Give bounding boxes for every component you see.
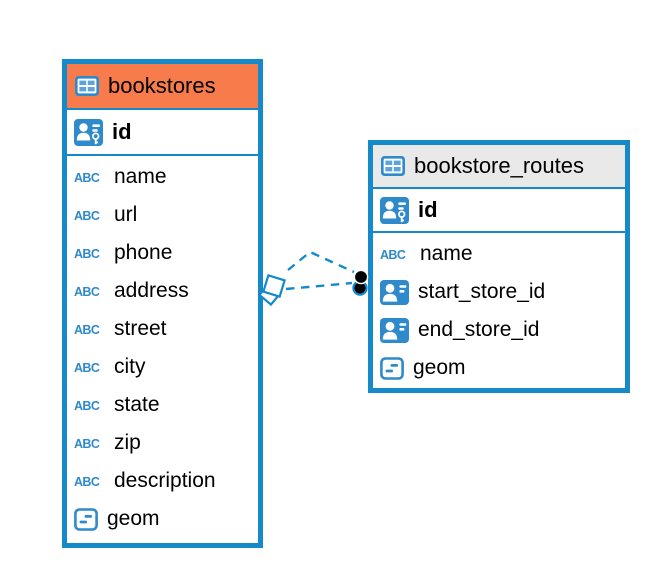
text-type-icon: ABC <box>74 436 105 451</box>
dot-marker[interactable] <box>352 269 369 296</box>
column-row[interactable]: ABC zip <box>67 424 258 462</box>
column-name: id <box>112 119 132 144</box>
column-row[interactable]: ABC phone <box>67 234 258 272</box>
column-row[interactable]: start_store_id <box>373 273 625 311</box>
column-name: description <box>114 469 216 492</box>
column-row[interactable]: geom <box>67 500 258 538</box>
relationship-bookstores-bookstore-routes[interactable] <box>257 250 369 307</box>
svg-text:ABC: ABC <box>74 399 100 413</box>
table-icon <box>75 76 99 96</box>
svg-text:ABC: ABC <box>74 209 100 223</box>
text-type-icon: ABC <box>380 247 411 262</box>
column-name: geom <box>413 356 466 379</box>
svg-text:ABC: ABC <box>74 475 100 489</box>
column-row[interactable]: ABC street <box>67 310 258 348</box>
column-name: id <box>418 197 438 222</box>
column-row[interactable]: ABC name <box>373 235 625 273</box>
table-icon <box>381 156 405 176</box>
svg-text:ABC: ABC <box>74 361 100 375</box>
column-row[interactable]: ABC state <box>67 386 258 424</box>
geometry-type-icon <box>74 507 98 531</box>
column-name: end_store_id <box>418 318 540 341</box>
primary-key-row[interactable]: id <box>67 110 258 156</box>
svg-text:ABC: ABC <box>74 437 100 451</box>
text-type-icon: ABC <box>74 208 105 223</box>
text-type-icon: ABC <box>74 360 105 375</box>
column-name: zip <box>114 431 141 454</box>
column-name: name <box>420 242 473 265</box>
column-name: phone <box>114 241 173 264</box>
primary-key-icon <box>380 196 409 224</box>
text-type-icon: ABC <box>74 398 105 413</box>
column-name: state <box>114 393 160 416</box>
svg-text:ABC: ABC <box>380 248 406 262</box>
column-row[interactable]: ABC address <box>67 272 258 310</box>
text-type-icon: ABC <box>74 170 105 185</box>
svg-text:ABC: ABC <box>74 247 100 261</box>
text-type-icon: ABC <box>74 246 105 261</box>
column-name: address <box>114 279 189 302</box>
column-name: start_store_id <box>418 280 546 303</box>
svg-text:ABC: ABC <box>74 171 100 185</box>
column-name: street <box>114 317 167 340</box>
column-name: url <box>114 203 138 226</box>
column-name: city <box>114 355 146 378</box>
column-row[interactable]: ABC description <box>67 462 258 500</box>
svg-text:ABC: ABC <box>74 285 100 299</box>
column-row[interactable]: ABC name <box>67 158 258 196</box>
column-name: name <box>114 165 167 188</box>
table-name: bookstore_routes <box>414 153 584 178</box>
primary-key-icon <box>74 118 103 146</box>
diamond-marker[interactable] <box>257 274 286 307</box>
relationship-line-upper[interactable] <box>287 250 355 274</box>
column-row[interactable]: geom <box>373 349 625 387</box>
reference-type-icon <box>380 279 409 305</box>
relationship-line-lower[interactable] <box>285 281 353 291</box>
table-bookstore-routes[interactable]: bookstore_routes id ABC name start_store_i… <box>368 140 630 393</box>
svg-text:ABC: ABC <box>74 323 100 337</box>
column-name: geom <box>107 507 160 530</box>
column-row[interactable]: ABC url <box>67 196 258 234</box>
geometry-type-icon <box>380 356 404 380</box>
text-type-icon: ABC <box>74 322 105 337</box>
text-type-icon: ABC <box>74 284 105 299</box>
primary-key-row[interactable]: id <box>373 189 625 233</box>
reference-type-icon <box>380 317 409 343</box>
text-type-icon: ABC <box>74 474 105 489</box>
column-row[interactable]: end_store_id <box>373 311 625 349</box>
table-header[interactable]: bookstores <box>67 64 258 110</box>
table-header[interactable]: bookstore_routes <box>373 145 625 189</box>
table-name: bookstores <box>108 73 216 98</box>
column-row[interactable]: ABC city <box>67 348 258 386</box>
